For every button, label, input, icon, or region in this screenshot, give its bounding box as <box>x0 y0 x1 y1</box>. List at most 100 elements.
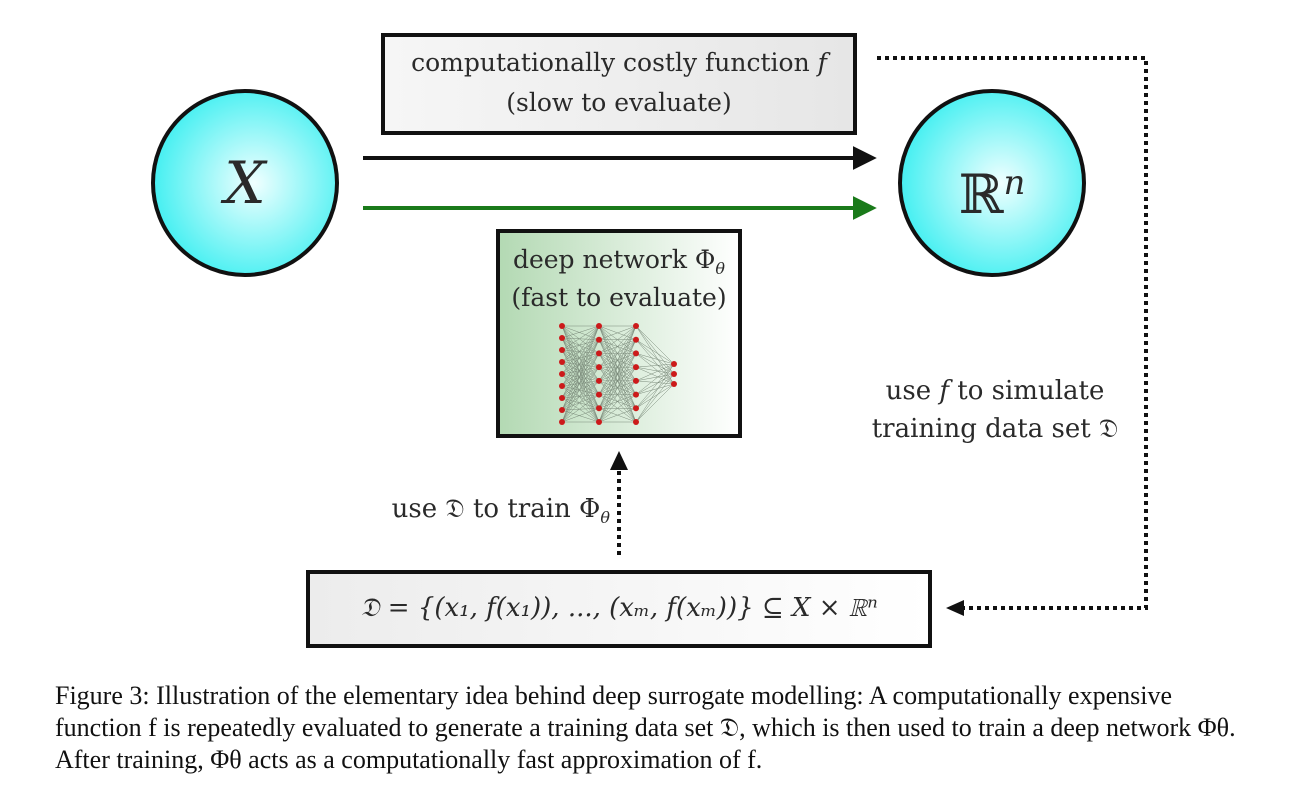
network-edge <box>561 409 600 423</box>
network-edge <box>561 367 600 423</box>
network-edge <box>561 337 600 354</box>
network-edge <box>561 385 600 395</box>
network-neuron <box>671 371 677 377</box>
network-box-title: deep network Φθ <box>500 244 738 285</box>
simulate-label-post: to simulate <box>957 376 1105 406</box>
network-neuron <box>633 364 639 371</box>
network-edge <box>561 325 600 411</box>
network-edge <box>598 325 637 409</box>
network-edge <box>561 337 600 382</box>
network-neuron <box>559 383 565 389</box>
network-edge <box>561 353 600 399</box>
train-label-text: use 𝔇 to train Φ <box>391 494 601 524</box>
network-edge <box>635 373 675 395</box>
dataset-box <box>306 570 932 648</box>
network-box-subtitle: (fast to evaluate) <box>511 283 727 312</box>
network-edge <box>561 408 600 423</box>
network-edge <box>635 339 675 385</box>
network-edge <box>561 349 600 382</box>
network-neuron <box>596 391 602 398</box>
network-edge <box>561 339 600 363</box>
network-edge <box>635 363 675 409</box>
network-edge <box>635 366 675 385</box>
network-neuron <box>633 336 639 343</box>
network-edge <box>561 366 600 375</box>
network-edge <box>561 361 600 368</box>
codomain-exponent: n <box>1003 163 1026 203</box>
network-neuron <box>559 419 565 425</box>
network-edge <box>561 397 600 409</box>
network-edge <box>561 339 600 399</box>
network-edge <box>635 380 675 385</box>
network-edge <box>561 349 600 368</box>
network-neuron <box>633 391 639 398</box>
network-edge <box>598 325 637 368</box>
network-edge <box>598 408 637 423</box>
network-edge <box>635 383 675 395</box>
figure-caption: Figure 3: Illustration of the elementary… <box>55 681 1236 774</box>
network-edge <box>598 325 637 354</box>
network-edge <box>561 325 600 375</box>
simulate-label: use f to simulate training data set 𝔇 <box>850 372 1140 448</box>
network-neuron <box>596 350 602 357</box>
network-edge <box>561 380 600 411</box>
network-edge <box>635 353 675 385</box>
network-edge <box>635 363 675 382</box>
network-edge <box>561 337 600 409</box>
network-edge <box>561 353 600 363</box>
network-neuron <box>559 407 565 413</box>
network-neuron <box>596 377 602 384</box>
network-edge <box>561 325 600 340</box>
dataset-formula: 𝔇 = {(x₁, f(x₁)), ..., (xₘ, f(xₘ))} ⊆ X … <box>360 593 878 623</box>
network-edge <box>561 380 600 387</box>
network-edge <box>635 363 675 423</box>
domain-node-circle <box>151 89 339 277</box>
network-neuron <box>559 335 565 341</box>
network-edge <box>635 373 675 409</box>
network-edge <box>561 339 600 375</box>
simulate-dotted-path <box>877 56 1148 610</box>
network-box-line1-sub: θ <box>715 259 726 278</box>
network-edge <box>561 325 600 351</box>
costly-function-symbol: f <box>817 48 827 77</box>
network-edge <box>561 373 600 423</box>
network-edge <box>561 361 600 423</box>
network-edge <box>598 325 637 395</box>
codomain-node-label: ℝn <box>917 150 1067 228</box>
costly-box-title: computationally costly function f <box>385 46 853 80</box>
network-edge <box>561 385 600 423</box>
network-neuron <box>633 350 639 357</box>
network-edge <box>635 383 675 409</box>
network-edge <box>635 339 675 375</box>
train-arrowhead <box>610 451 628 470</box>
network-edge <box>561 353 600 387</box>
network-edge <box>561 380 600 399</box>
network-edge <box>635 363 675 395</box>
network-edge <box>635 373 675 382</box>
simulate-label-line2: training data set 𝔇 <box>871 414 1119 444</box>
network-edge <box>561 339 600 411</box>
network-edge <box>561 353 600 423</box>
network-edge <box>598 325 637 381</box>
network-edge <box>561 361 600 395</box>
network-neuron <box>596 364 602 371</box>
network-neuron <box>671 361 677 367</box>
network-edge <box>598 367 637 423</box>
network-edge <box>598 325 637 423</box>
network-neuron <box>633 323 639 329</box>
network-edge <box>561 394 600 411</box>
network-edge <box>561 325 600 409</box>
network-edge <box>561 361 600 409</box>
network-edge <box>561 337 600 368</box>
simulate-label-pre: use <box>885 376 932 406</box>
network-edge <box>561 373 600 395</box>
network-edge <box>635 383 675 423</box>
network-edge <box>561 349 600 409</box>
network-edge <box>635 353 675 365</box>
network-edge <box>635 353 675 375</box>
network-neuron <box>633 377 639 384</box>
network-edge <box>598 353 637 423</box>
network-neuron <box>596 323 602 329</box>
network-box-line1: deep network Φ <box>512 245 716 274</box>
